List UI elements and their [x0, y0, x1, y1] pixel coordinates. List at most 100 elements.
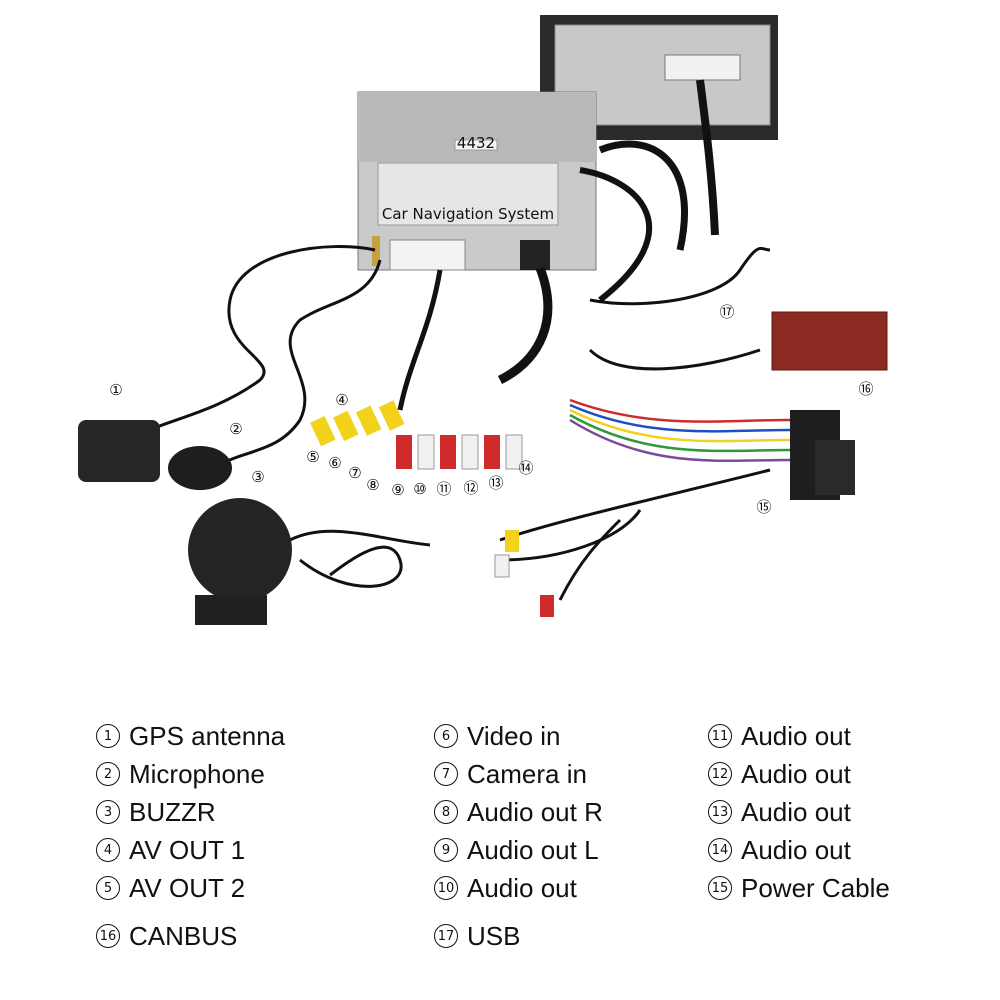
- rear-label-sticker: [377, 162, 559, 226]
- harness-loop-a: [598, 140, 688, 251]
- legend-label: GPS antenna: [129, 721, 286, 751]
- legend-label: Camera in: [467, 759, 587, 789]
- legend-number: 11: [708, 724, 732, 748]
- callout-17: ⑰: [719, 303, 734, 321]
- legend-label: AV OUT 1: [129, 835, 246, 865]
- harness-bundle: [397, 140, 688, 411]
- callout-2: ②: [229, 420, 242, 438]
- gps-port: [372, 236, 380, 266]
- serial-sticker: [454, 139, 498, 151]
- legend-number: 2: [96, 762, 120, 786]
- legend-number: 17: [434, 924, 458, 948]
- legend-item-9: 9 Audio out L: [434, 837, 599, 863]
- legend-label: Video in: [467, 721, 561, 751]
- serial-sticker-text: 4432: [457, 134, 495, 152]
- legend-item-17: 17 USB: [434, 923, 520, 949]
- legend-item-12: 12 Audio out: [708, 761, 851, 787]
- legend-item-2: 2 Microphone: [96, 761, 265, 787]
- legend-number: 4: [96, 838, 120, 862]
- rear-label-text: Car Navigation System: [382, 205, 554, 223]
- legend-item-1: 1 GPS antenna: [96, 723, 285, 749]
- callout-9: ⑨: [391, 481, 404, 499]
- legend-number: 6: [434, 724, 458, 748]
- buzzer-cable: [289, 529, 431, 547]
- legend-label: Audio out L: [467, 835, 599, 865]
- head-unit-front: Car Navigation System 4432: [357, 91, 597, 271]
- legend-label: BUZZR: [129, 797, 216, 827]
- rca-camera-in: [378, 400, 405, 431]
- legend-number: 16: [96, 924, 120, 948]
- callout-1: ①: [109, 381, 122, 399]
- legend-label: Audio out: [741, 721, 851, 751]
- buzzer-speaker: [188, 498, 292, 602]
- rca-audio-out-r: [396, 435, 412, 469]
- callout-14: ⑭: [518, 459, 533, 477]
- buzzer-cable-loop: [299, 545, 403, 588]
- legend-number: 7: [434, 762, 458, 786]
- legend-label: Audio out R: [467, 797, 603, 827]
- aux-cable-2: [558, 518, 622, 601]
- legend-item-6: 6 Video in: [434, 723, 561, 749]
- legend-item-15: 15 Power Cable: [708, 875, 890, 901]
- legend-item-5: 5 AV OUT 2: [96, 875, 245, 901]
- callout-12: ⑫: [463, 479, 478, 497]
- head-unit-rear-connector: [664, 54, 741, 81]
- rca-av-out-1: [310, 415, 336, 447]
- microphone: [168, 446, 232, 490]
- camera-cable: [499, 468, 771, 542]
- legend-label: AV OUT 2: [129, 873, 246, 903]
- rca-audio-out-l: [417, 434, 435, 470]
- harness-trunk: [497, 266, 553, 385]
- legend-number: 12: [708, 762, 732, 786]
- legend-label: USB: [467, 921, 521, 951]
- wiring-diagram: Car Navigation System 4432: [78, 15, 888, 625]
- legend-number: 13: [708, 800, 732, 824]
- harness-av-branch: [397, 269, 443, 411]
- legend-item-11: 11 Audio out: [708, 723, 851, 749]
- callout-15: ⑮: [756, 498, 771, 516]
- gps-antenna: [78, 420, 160, 482]
- callout-11: ⑪: [436, 480, 451, 498]
- legend-number: 3: [96, 800, 120, 824]
- power-cable: [569, 398, 791, 463]
- legend-number: 8: [434, 800, 458, 824]
- legend-number: 10: [434, 876, 458, 900]
- legend-label: Microphone: [129, 759, 265, 789]
- rca-audio-out-11: [461, 434, 479, 470]
- rca-audio-out-13: [505, 434, 523, 470]
- usb-cable-2: [588, 348, 761, 371]
- secondary-connector: [520, 240, 550, 270]
- legend-item-16: 16 CANBUS: [96, 923, 237, 949]
- microphone-cable: [224, 259, 382, 464]
- legend-label: Power Cable: [741, 873, 890, 903]
- legend-number: 9: [434, 838, 458, 862]
- legend-number: 1: [96, 724, 120, 748]
- gps-antenna-cable: [149, 245, 376, 432]
- rca-aux-l-plug: [494, 554, 510, 578]
- callout-8: ⑧: [366, 476, 379, 494]
- legend-item-8: 8 Audio out R: [434, 799, 603, 825]
- callout-5: ⑤: [306, 448, 319, 466]
- callout-6: ⑥: [328, 454, 341, 472]
- legend-item-13: 13 Audio out: [708, 799, 851, 825]
- rca-av-out-2: [333, 410, 359, 442]
- rca-aux-r-plug: [540, 595, 554, 617]
- legend-number: 15: [708, 876, 732, 900]
- legend-label: Audio out: [741, 759, 851, 789]
- legend-label: Audio out: [741, 797, 851, 827]
- rca-bundle: [310, 400, 523, 470]
- aux-cable: [499, 509, 642, 562]
- rca-audio-out-10: [440, 435, 456, 469]
- legend-label: CANBUS: [129, 921, 238, 951]
- callout-4: ④: [335, 391, 348, 409]
- legend-number: 5: [96, 876, 120, 900]
- usb-cable: [589, 246, 771, 306]
- callout-10: ⑩: [413, 480, 426, 498]
- rear-harness: [696, 79, 719, 236]
- legend-label: Audio out: [741, 835, 851, 865]
- canbus-box: [771, 311, 888, 371]
